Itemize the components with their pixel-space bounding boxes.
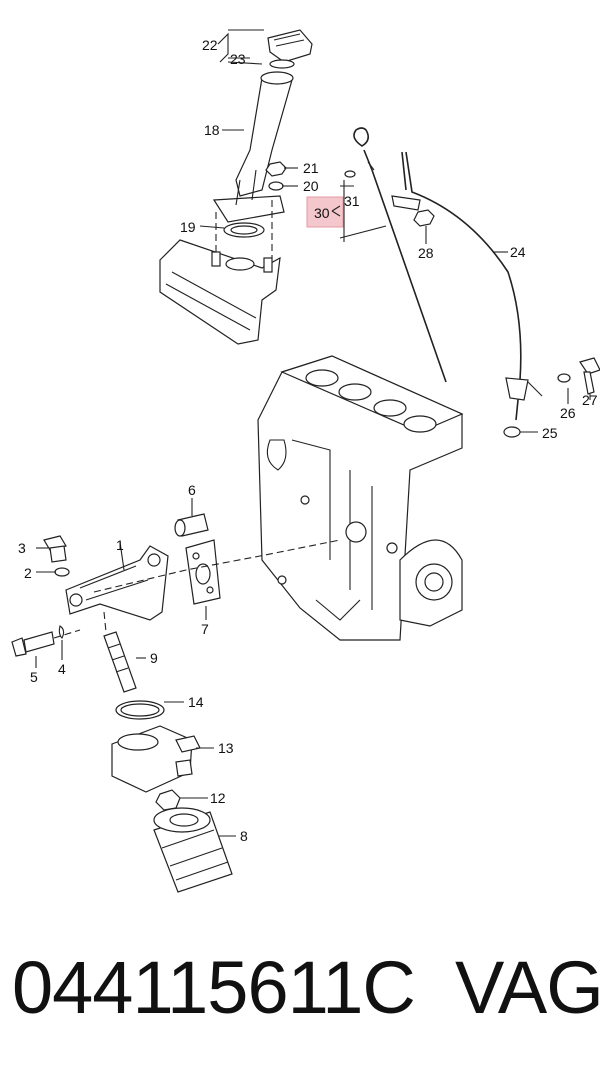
valve-cover-section [159,239,281,345]
bolt-27 [579,357,600,395]
oil-dipstick [344,127,447,383]
callout-8[interactable]: 8 [240,828,248,844]
callout-31[interactable]: 31 [344,193,360,209]
callout-12[interactable]: 12 [210,790,226,806]
callout-26[interactable]: 26 [560,405,576,421]
dipstick-guide-tube [391,151,543,421]
callout-4[interactable]: 4 [58,661,66,677]
callout-3[interactable]: 3 [18,540,26,556]
clip-25 [503,426,521,438]
oil-filter-8 [153,807,233,893]
nut-28 [413,209,435,227]
callout-1[interactable]: 1 [116,537,124,553]
leader-lines [35,29,591,837]
callout-23[interactable]: 23 [230,51,246,67]
exploded-parts-diagram: 22 23 18 21 20 19 30 31 28 24 27 26 25 6… [11,29,600,893]
filler-neck-tube [212,71,294,223]
threaded-stud-9 [103,631,137,693]
brand-name: VAG [455,946,600,1029]
oil-filter-bracket [65,545,169,621]
callout-5[interactable]: 5 [30,669,38,685]
callout-27[interactable]: 27 [582,392,598,408]
nut-21 [265,161,287,177]
highlight-box-30 [306,196,344,228]
oil-filler-cap [267,29,313,69]
callout-9[interactable]: 9 [150,650,158,666]
footer: 044115611C VAG [0,935,600,1055]
washer-2 [54,567,70,577]
part-number: 044115611C [12,946,416,1029]
callout-13[interactable]: 13 [218,740,234,756]
sender-6 [174,513,209,537]
washer-26 [557,373,571,383]
engine-block [257,355,464,641]
nut-12 [155,789,181,811]
callout-6[interactable]: 6 [188,482,196,498]
callout-20[interactable]: 20 [303,178,319,194]
filler-gasket [223,222,265,238]
washer-20 [268,181,284,191]
callout-2[interactable]: 2 [24,565,32,581]
o-ring-14 [115,700,165,720]
oil-cooler-13 [111,725,201,793]
spring-pin-4 [58,625,65,639]
callout-7[interactable]: 7 [201,621,209,637]
callout-30[interactable]: 30 [314,205,330,221]
callout-24[interactable]: 24 [510,244,526,260]
callout-19[interactable]: 19 [180,219,196,235]
callout-22[interactable]: 22 [202,37,218,53]
callout-25[interactable]: 25 [542,425,558,441]
callout-18[interactable]: 18 [204,122,220,138]
callout-28[interactable]: 28 [418,245,434,261]
bolt-5 [11,631,55,657]
callout-21[interactable]: 21 [303,160,319,176]
gasket-7 [185,539,221,605]
callout-14[interactable]: 14 [188,694,204,710]
bolt-3 [43,535,67,563]
